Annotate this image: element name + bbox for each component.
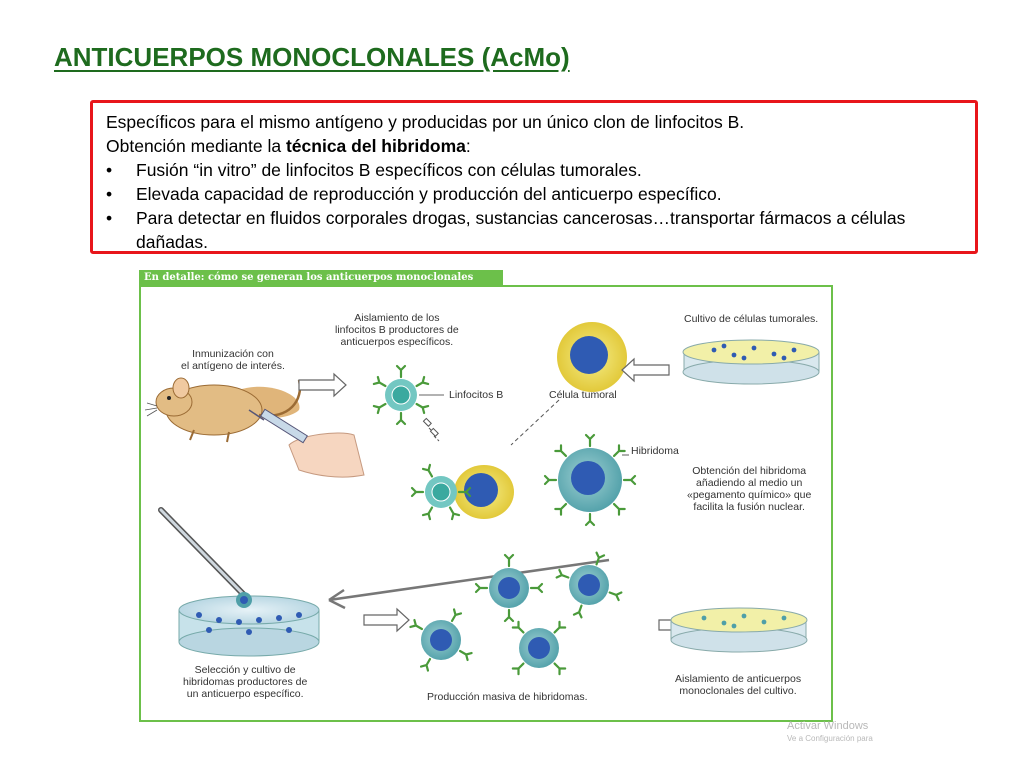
caption-line: Selección y cultivo de [183, 664, 307, 676]
bullet-glyph: • [106, 206, 112, 230]
activation-watermark: Activar Windows Ve a Configuración para [787, 720, 873, 743]
info-line-2-suffix: : [466, 136, 471, 156]
caption-line: el antígeno de interés. [181, 360, 285, 372]
caption-line: facilita la fusión nuclear. [687, 501, 811, 513]
caption-produccion: Producción masiva de hibridomas. [427, 691, 588, 703]
hybridoma-figure: En detalle: cómo se generan los anticuer… [139, 270, 833, 722]
info-bullet-item: • Elevada capacidad de reproducción y pro… [106, 182, 963, 206]
caption-line: anticuerpos específicos. [335, 336, 459, 348]
caption-line: Obtención del hibridoma [687, 465, 811, 477]
caption-line: «pegamento químico» que [687, 489, 811, 501]
caption-linfocitos-b: Linfocitos B [449, 389, 503, 401]
info-bullet-list: • Fusión “in vitro” de linfocitos B espec… [106, 158, 963, 254]
info-bullet-item: • Fusión “in vitro” de linfocitos B espec… [106, 158, 963, 182]
caption-line: añadiendo al medio un [687, 477, 811, 489]
caption-line: Aislamiento de los [335, 312, 459, 324]
caption-inmunizacion: Inmunización con el antígeno de interés. [181, 348, 285, 372]
info-line-2: Obtención mediante la técnica del hibrid… [106, 134, 963, 158]
info-line-2-prefix: Obtención mediante la [106, 136, 286, 156]
bullet-glyph: • [106, 158, 112, 182]
mass-production-cells [410, 553, 621, 675]
caption-line: un anticuerpo específico. [183, 688, 307, 700]
selection-dish [179, 592, 319, 656]
hybridoma-cell [545, 435, 635, 525]
caption-line: linfocitos B productores de [335, 324, 459, 336]
page-title: ANTICUERPOS MONOCLONALES (AcMo) [54, 42, 570, 73]
caption-aislamiento: Aislamiento de los linfocitos B producto… [335, 312, 459, 348]
fusing-cells [412, 465, 514, 519]
mouse-illustration [145, 378, 300, 442]
caption-line: Inmunización con [181, 348, 285, 360]
bullet-text: Elevada capacidad de reproducción y prod… [136, 184, 722, 204]
watermark-line-1: Activar Windows [787, 720, 868, 732]
antibody-dish [671, 608, 807, 652]
info-box: Específicos para el mismo antígeno y pro… [90, 100, 978, 254]
tumor-cell [557, 322, 627, 392]
caption-cultivo-tumorales: Cultivo de células tumorales. [684, 313, 818, 325]
fusion-arrows [423, 400, 559, 445]
caption-hibridoma: Hibridoma [631, 445, 679, 457]
syringe-hand-illustration [249, 409, 364, 477]
caption-line: monoclonales del cultivo. [675, 685, 801, 697]
caption-line: Aislamiento de anticuerpos [675, 673, 801, 685]
tumor-culture-dish [683, 340, 819, 384]
pipette-illustration [161, 510, 249, 600]
watermark-line-2: Ve a Configuración para [787, 734, 873, 743]
info-line-2-bold: técnica del hibridoma [286, 136, 466, 156]
bullet-text: Para detectar en fluidos corporales drog… [136, 208, 905, 252]
bullet-glyph: • [106, 182, 112, 206]
caption-aislamiento-ac: Aislamiento de anticuerpos monoclonales … [675, 673, 801, 697]
info-line-1: Específicos para el mismo antígeno y pro… [106, 110, 963, 134]
caption-line: hibridomas productores de [183, 676, 307, 688]
caption-seleccion: Selección y cultivo de hibridomas produc… [183, 664, 307, 700]
caption-obtencion: Obtención del hibridoma añadiendo al med… [687, 465, 811, 513]
bullet-text: Fusión “in vitro” de linfocitos B especí… [136, 160, 642, 180]
caption-celula-tumoral: Célula tumoral [549, 389, 617, 401]
info-bullet-item: • Para detectar en fluidos corporales dro… [106, 206, 963, 254]
